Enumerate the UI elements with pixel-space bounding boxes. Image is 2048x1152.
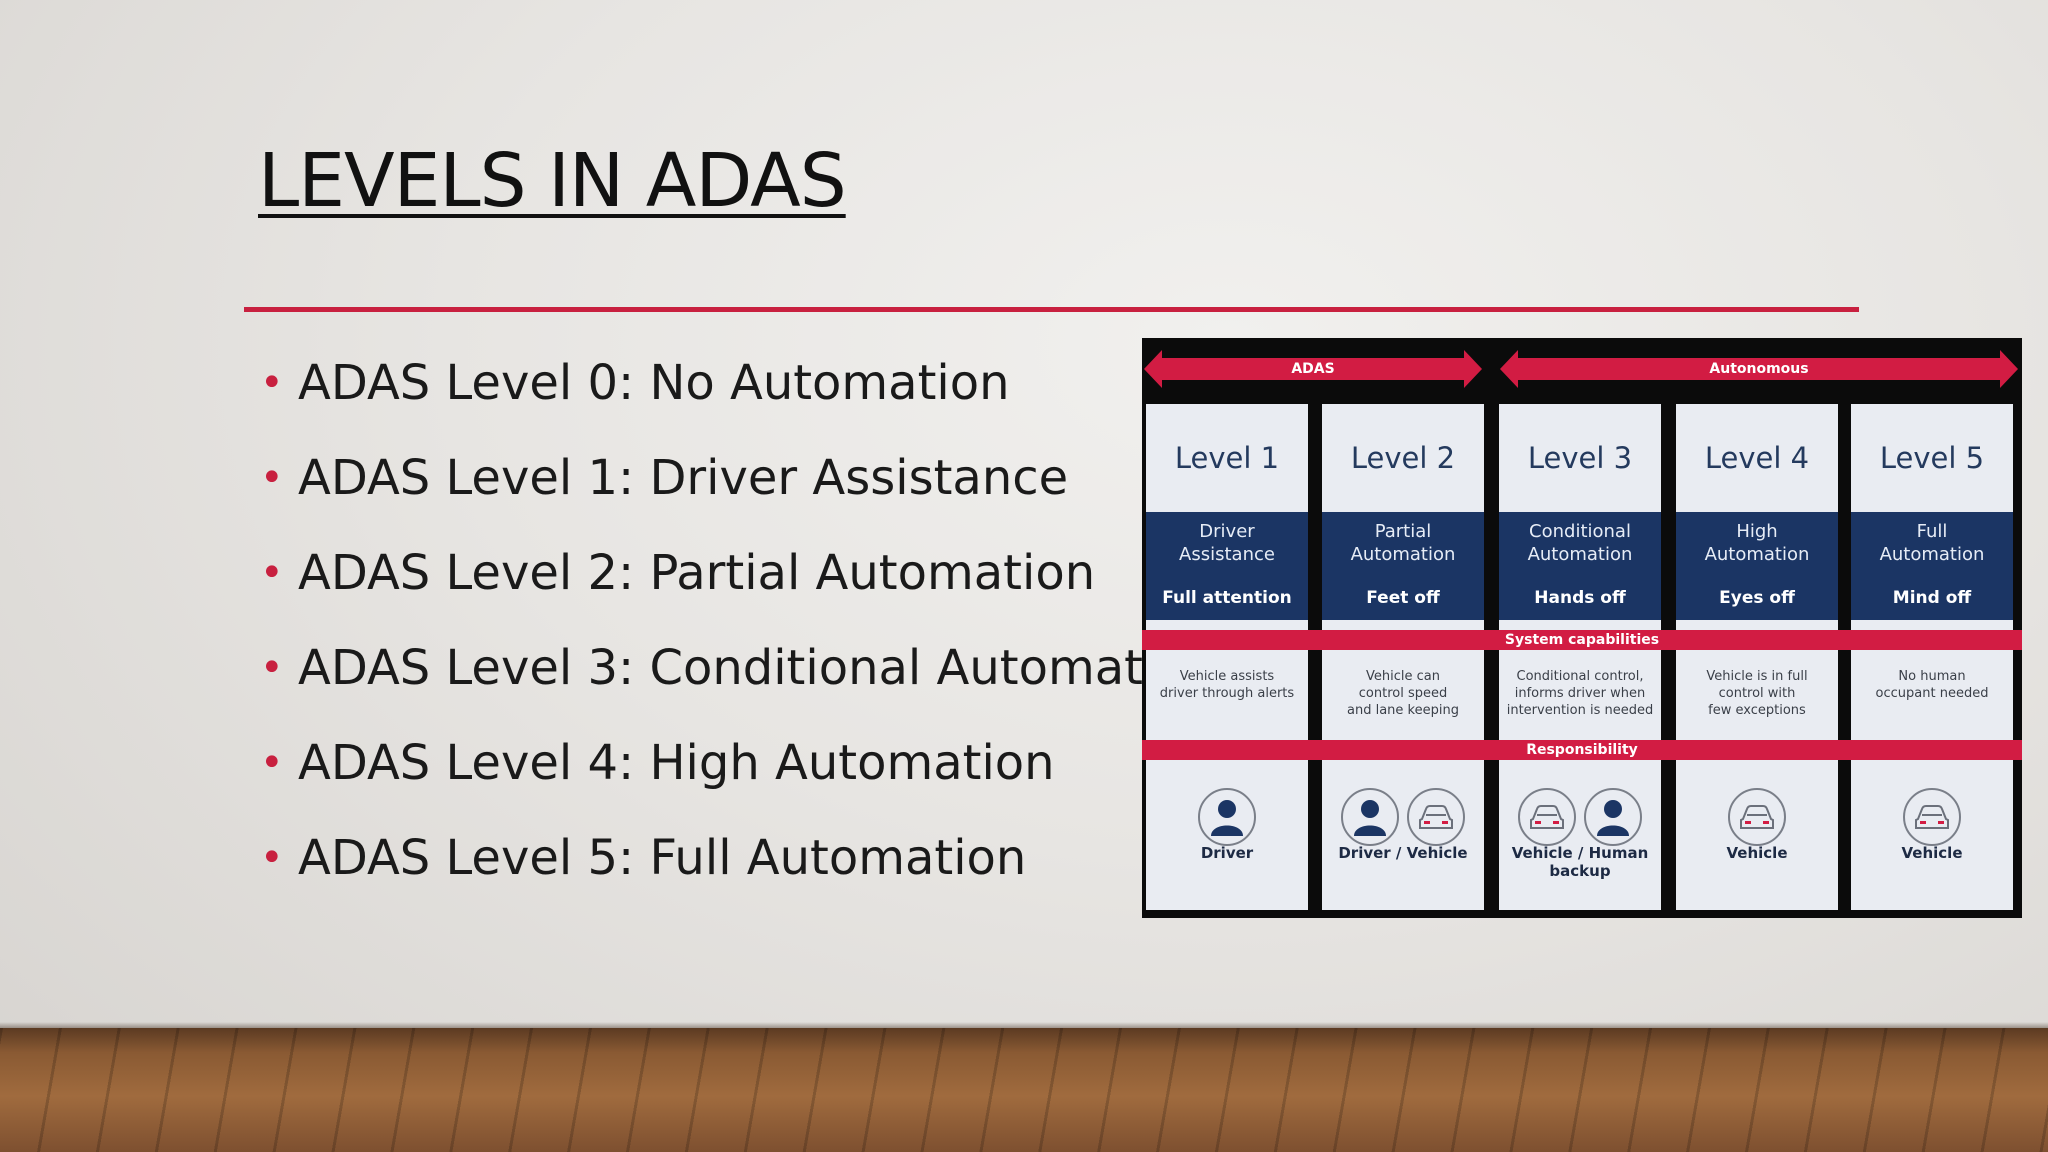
bullet-item: • ADAS Level 5: Full Automation <box>258 827 1216 922</box>
slide-title: LEVELS IN ADAS <box>258 138 847 224</box>
level-attention: Hands off <box>1534 588 1626 608</box>
car-icon <box>1518 788 1576 846</box>
responsibility-band: Responsibility <box>1142 740 2022 760</box>
bullet-text: ADAS Level 1: Driver Assistance <box>298 450 1069 506</box>
responsibility-icons <box>1499 788 1661 846</box>
level-attention: Mind off <box>1892 588 1972 608</box>
level-attention: Eyes off <box>1719 588 1795 608</box>
bullet-item: • ADAS Level 2: Partial Automation <box>258 542 1216 637</box>
bullet-dot-icon: • <box>260 550 284 596</box>
level-title: Level 5 <box>1879 441 1985 475</box>
level-title: Level 3 <box>1527 441 1633 475</box>
person-icon <box>1341 788 1399 846</box>
bullet-list: • ADAS Level 0: No Automation • ADAS Level… <box>258 352 1216 922</box>
person-icon <box>1198 788 1256 846</box>
bullet-dot-icon: • <box>260 740 284 786</box>
bullet-dot-icon: • <box>260 455 284 501</box>
adas-arrow-label: ADAS <box>1291 361 1335 377</box>
bullet-item: • ADAS Level 4: High Automation <box>258 732 1216 827</box>
wood-floor <box>0 1028 2048 1152</box>
bullet-text: ADAS Level 4: High Automation <box>298 735 1055 791</box>
bullet-item: • ADAS Level 1: Driver Assistance <box>258 447 1216 542</box>
level-responsibility: Vehicle <box>1726 844 1788 862</box>
bullet-dot-icon: • <box>260 835 284 881</box>
level-title: Level 4 <box>1704 441 1810 475</box>
autonomous-arrow-label: Autonomous <box>1709 361 1809 377</box>
person-icon <box>1584 788 1642 846</box>
floor-shadow <box>0 1022 2048 1030</box>
car-icon <box>1728 788 1786 846</box>
adas-arrow: ADAS <box>1144 350 1482 388</box>
responsibility-icons <box>1851 788 2013 846</box>
bullet-text: ADAS Level 0: No Automation <box>298 355 1010 411</box>
level-responsibility: Vehicle <box>1901 844 1963 862</box>
level-attention: Full attention <box>1162 588 1292 608</box>
bullet-dot-icon: • <box>260 645 284 691</box>
responsibility-icons <box>1146 788 1308 846</box>
bullet-text: ADAS Level 3: Conditional Automation <box>298 640 1217 696</box>
level-responsibility: Driver <box>1200 844 1254 862</box>
level-responsibility: Driver / Vehicle <box>1338 844 1468 862</box>
autonomous-arrow: Autonomous <box>1500 350 2018 388</box>
car-icon <box>1903 788 1961 846</box>
capabilities-band: System capabilities <box>1142 630 2022 650</box>
bullet-text: ADAS Level 5: Full Automation <box>298 830 1027 886</box>
level-attention: Feet off <box>1366 588 1440 608</box>
bullet-item: • ADAS Level 3: Conditional Automation <box>258 637 1216 732</box>
bullet-item: • ADAS Level 0: No Automation <box>258 352 1216 447</box>
responsibility-icons <box>1676 788 1838 846</box>
level-title: Level 2 <box>1350 441 1456 475</box>
responsibility-icons <box>1322 788 1484 846</box>
bullet-dot-icon: • <box>260 360 284 406</box>
title-divider <box>244 307 1859 312</box>
car-icon <box>1407 788 1465 846</box>
level-title: Level 1 <box>1174 441 1280 475</box>
bullet-text: ADAS Level 2: Partial Automation <box>298 545 1096 601</box>
